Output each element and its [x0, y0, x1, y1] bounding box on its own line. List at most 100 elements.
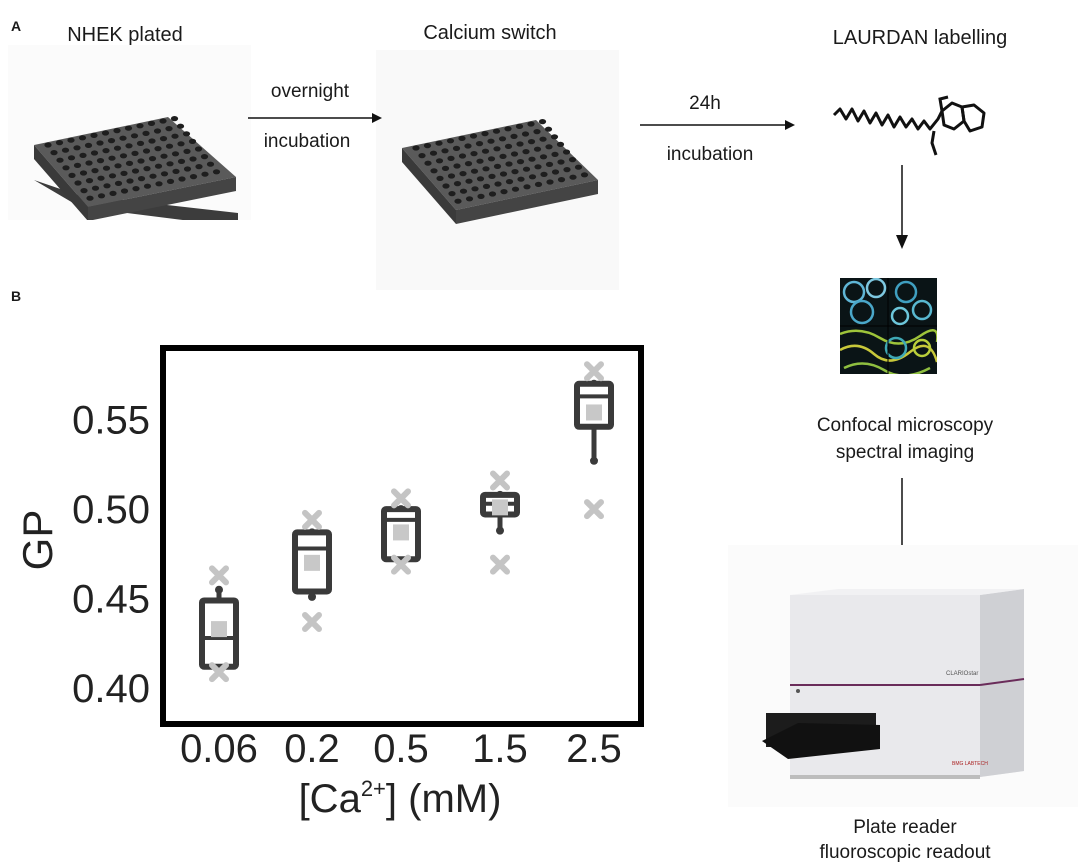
extreme-marker — [490, 470, 510, 491]
plate-well — [534, 164, 542, 170]
instrument-maker-logo: BMG LABTECH — [952, 761, 988, 767]
box-plot-group — [381, 488, 421, 575]
step-label-laurdan-labelling: LAURDAN labelling — [832, 27, 1008, 49]
plate-well — [551, 169, 560, 175]
plate-well — [97, 193, 106, 199]
plate-well — [516, 141, 524, 147]
plate-well — [412, 145, 420, 151]
plate-well — [476, 176, 485, 182]
plate-well — [488, 191, 497, 197]
arrow-label-incubation-2: incubation — [666, 144, 754, 165]
plate-well — [200, 154, 209, 160]
plate-well — [580, 172, 589, 178]
plate-well — [44, 142, 52, 148]
plate-well — [61, 147, 70, 153]
y-tick-label: 0.45 — [72, 578, 150, 622]
plate-well — [132, 186, 140, 192]
plate-well — [505, 161, 513, 167]
plate-well — [103, 183, 111, 189]
plate-well — [126, 178, 134, 184]
plate-well — [458, 135, 466, 141]
plate-well — [78, 135, 87, 141]
plate-well — [568, 157, 577, 163]
y-tick-label: 0.40 — [72, 667, 150, 711]
plate-well — [136, 123, 144, 129]
plate-well — [562, 149, 571, 155]
plate-well — [469, 133, 478, 139]
plate-well — [153, 128, 162, 134]
plate-well — [113, 145, 122, 151]
plate-well — [108, 155, 116, 161]
plate-well — [189, 174, 198, 180]
plate-well — [430, 168, 438, 174]
plate-well — [165, 126, 173, 132]
plate-well — [534, 181, 543, 187]
plate-well — [194, 146, 203, 152]
plate-well — [201, 171, 209, 177]
plate-well — [446, 138, 455, 144]
plate-well — [429, 150, 438, 156]
arrow-label-overnight: overnight — [270, 81, 350, 102]
plate-well — [424, 160, 432, 166]
plate-well — [545, 161, 554, 167]
plate-well — [136, 140, 145, 146]
plate-well — [493, 146, 501, 152]
plate-well — [155, 181, 163, 187]
extreme-marker — [584, 361, 604, 382]
plate-well — [545, 144, 553, 150]
plate-well — [55, 140, 64, 146]
plate-well — [423, 143, 432, 149]
plate-well — [476, 158, 484, 164]
plate-well — [114, 163, 122, 169]
plate-well — [544, 126, 553, 132]
plate-well — [120, 170, 128, 176]
plate-well — [487, 156, 496, 162]
plate-well — [435, 140, 443, 146]
plate-well — [102, 165, 111, 171]
plate-well — [142, 148, 151, 154]
plate-well — [172, 168, 180, 174]
panel-label-a: A — [11, 18, 22, 34]
plate-well — [522, 166, 531, 172]
plate-well — [159, 136, 168, 142]
plate-well — [470, 168, 479, 174]
plate-well — [539, 136, 547, 142]
plate-reader-image: CLARIOstar BMG LABTECH — [728, 545, 1078, 807]
plate-well — [176, 123, 185, 129]
plate-well — [131, 168, 140, 174]
plate-well — [154, 163, 163, 169]
y-tick-label: 0.55 — [72, 399, 150, 443]
plate-well — [125, 143, 133, 149]
plate-well — [488, 173, 496, 179]
whisker-end — [308, 592, 316, 601]
plate-well — [159, 118, 167, 124]
plate-well — [120, 188, 129, 194]
instrument-brand-logo: CLARIOstar — [946, 671, 979, 677]
plate-well — [539, 154, 548, 160]
plate-well — [515, 123, 524, 129]
box-plot-group — [574, 361, 614, 520]
plate-well — [166, 161, 174, 167]
plate-well — [79, 170, 88, 176]
x-tick-label: 0.06 — [180, 727, 258, 771]
plate-well — [470, 151, 478, 157]
plate-well — [79, 152, 87, 158]
extreme-marker — [302, 509, 322, 530]
plate-well — [183, 148, 191, 154]
plate-well — [160, 171, 169, 177]
plate-well — [475, 141, 484, 147]
plate-well — [458, 153, 467, 159]
arrow-right-icon — [640, 120, 795, 130]
microplate-image-2 — [376, 50, 619, 290]
extreme-marker — [209, 662, 229, 683]
plate-well — [177, 158, 186, 164]
plate-well — [523, 184, 531, 190]
plate-well — [91, 168, 99, 174]
plate-well — [137, 158, 145, 164]
extreme-marker — [490, 554, 510, 575]
plate-well — [516, 159, 525, 165]
plate-well — [73, 162, 82, 168]
arrow-label-24h: 24h — [689, 93, 721, 114]
plate-well — [499, 171, 508, 177]
